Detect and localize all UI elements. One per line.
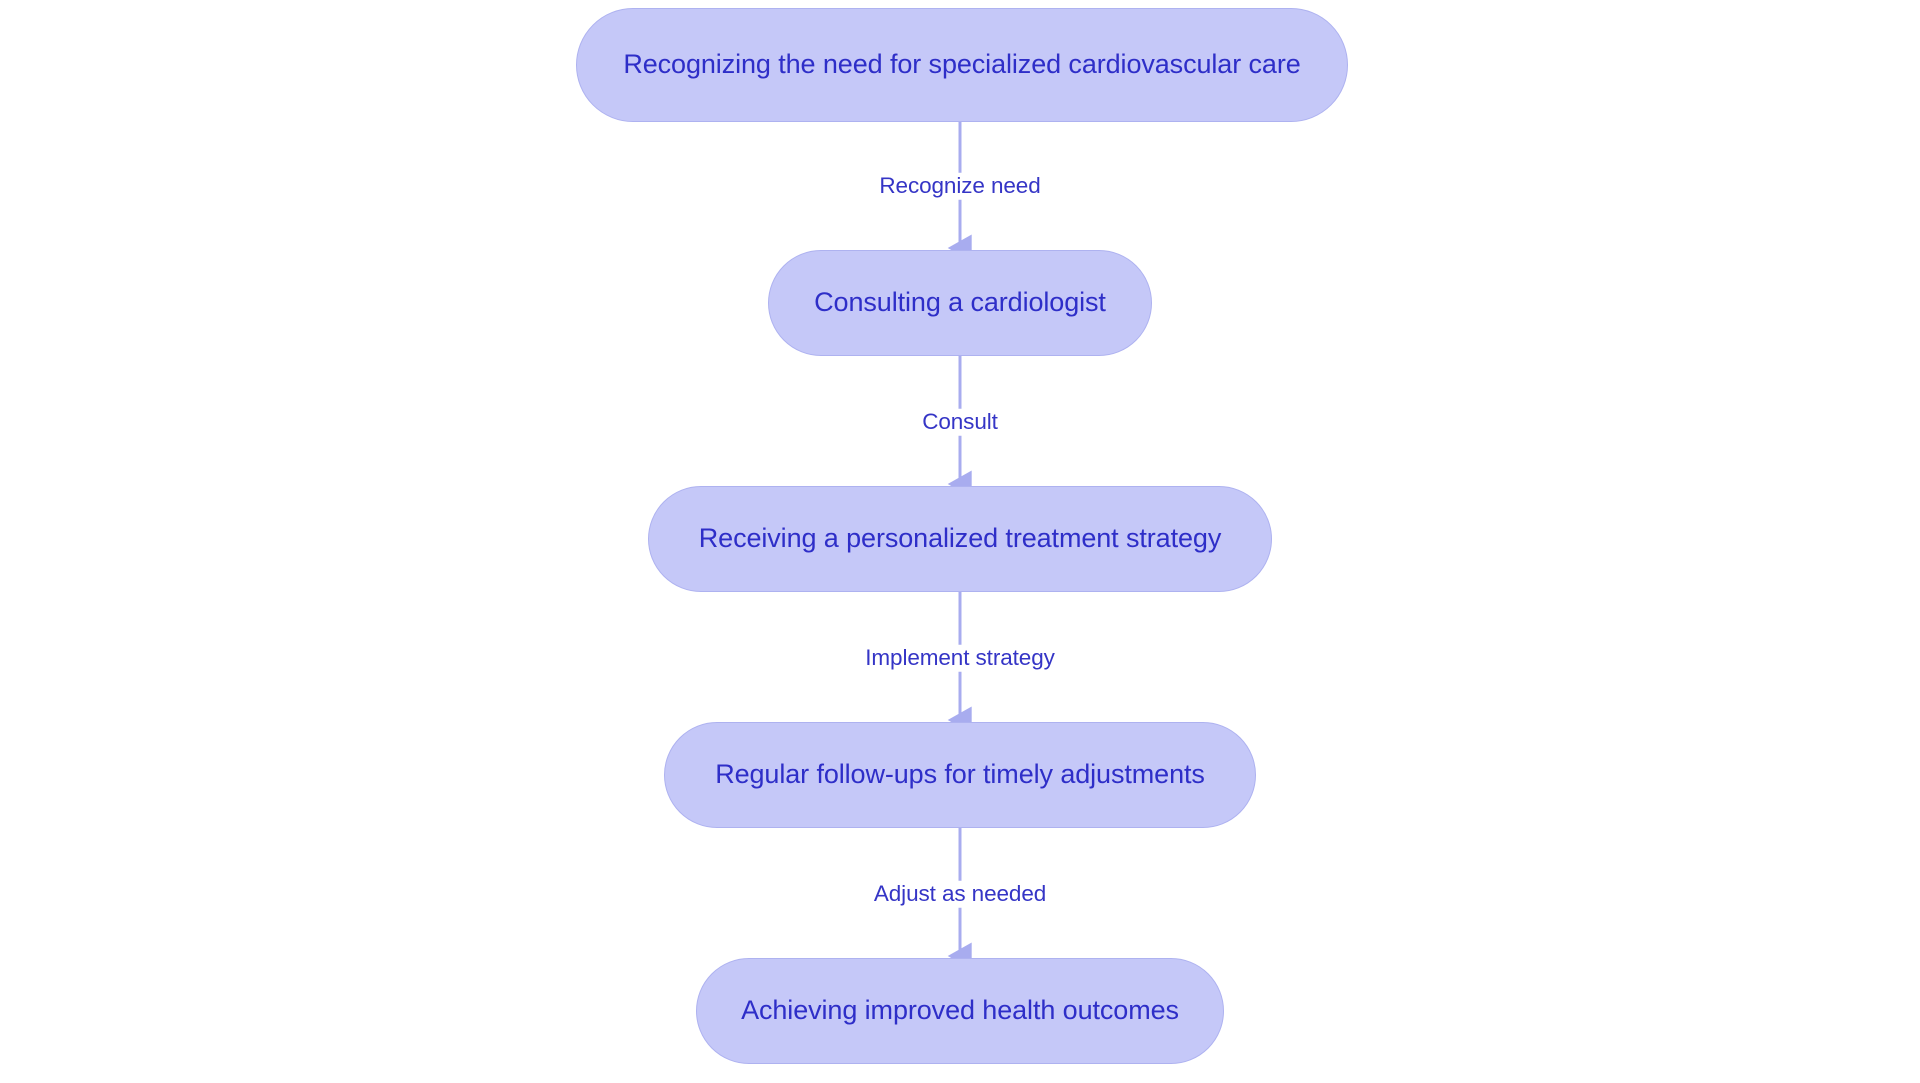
edge-label-adjust-as-needed: Adjust as needed	[866, 880, 1054, 908]
edge-label-recognize-need: Recognize need	[872, 172, 1048, 200]
flow-node-recognizing-need[interactable]: Recognizing the need for specialized car…	[576, 8, 1348, 122]
flow-node-health-outcomes[interactable]: Achieving improved health outcomes	[696, 958, 1224, 1064]
flow-node-label: Recognizing the need for specialized car…	[623, 49, 1301, 80]
edge-label-text: Consult	[922, 408, 998, 434]
edge-label-text: Adjust as needed	[873, 880, 1047, 906]
edge-label-text: Implement strategy	[865, 644, 1055, 670]
flow-node-label: Regular follow-ups for timely adjustment…	[715, 759, 1205, 790]
flow-node-label: Achieving improved health outcomes	[741, 995, 1179, 1026]
edge-label-consult: Consult	[915, 408, 1005, 436]
edge-label-text: Recognize need	[879, 172, 1041, 198]
flow-node-regular-follow-ups[interactable]: Regular follow-ups for timely adjustment…	[664, 722, 1256, 828]
flow-node-treatment-strategy[interactable]: Receiving a personalized treatment strat…	[648, 486, 1272, 592]
flow-node-label: Consulting a cardiologist	[814, 287, 1106, 318]
flow-node-label: Receiving a personalized treatment strat…	[698, 523, 1222, 554]
flow-node-consulting-cardiologist[interactable]: Consulting a cardiologist	[768, 250, 1152, 356]
edge-label-implement-strategy: Implement strategy	[858, 644, 1062, 672]
